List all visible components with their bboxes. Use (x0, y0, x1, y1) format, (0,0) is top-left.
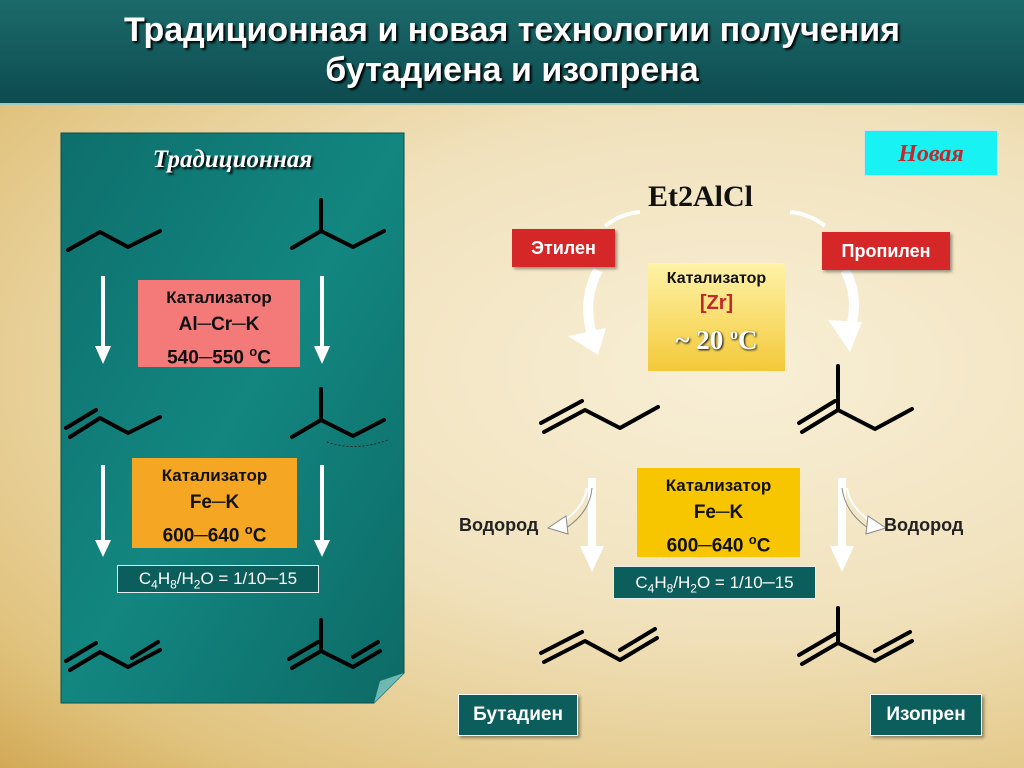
catalyst-temperature: 600─640 oC (162, 522, 267, 547)
catalyst-temperature: 600─640 oC (666, 532, 771, 557)
ratio-box-right: C4H8/H2O = 1/10─15 (613, 566, 816, 599)
catalyst-box-fek-right: Катализатор Fe─K 600─640 oC (637, 468, 800, 557)
ratio-box-left: C4H8/H2O = 1/10─15 (117, 565, 319, 593)
catalyst-formula: Fe─K (693, 502, 744, 523)
catalyst-formula: Fe─K (189, 492, 240, 513)
traditional-title: Традиционная (152, 146, 313, 173)
hydrogen-label-left: Водород (459, 515, 539, 535)
reagent-et2alcl: Et2AlCl (648, 180, 753, 213)
page-title: Традиционная и новая технологии получени… (0, 10, 1024, 90)
new-badge: Новая (864, 130, 998, 176)
catalyst-formula: Al─Cr─K (178, 314, 260, 335)
product-isoprene: Изопрен (870, 694, 982, 736)
title-bar: Традиционная и новая технологии получени… (0, 0, 1024, 105)
isopentane-structure (290, 229, 386, 250)
title-line-2: бутадиена и изопрена (325, 51, 699, 89)
product-butadiene: Бутадиен (458, 694, 578, 736)
butene-structure (68, 415, 162, 439)
catalyst-box-fek-left: Катализатор Fe─K 600─640 oC (132, 458, 297, 548)
butene-right-structure (542, 405, 660, 434)
isoprene-left-structure (290, 649, 382, 670)
butane-structure (66, 229, 162, 252)
propylene-label: Пропилен (822, 232, 950, 270)
title-line-1: Традиционная и новая технологии получени… (123, 11, 901, 49)
butadiene-right-structure (542, 636, 659, 664)
isoprene-right-structure (800, 639, 914, 666)
ethylene-label: Этилен (512, 229, 615, 267)
catalyst-formula: [Zr] (699, 292, 734, 314)
catalyst-label: Катализатор (666, 270, 767, 287)
catalyst-box-zr: Катализатор [Zr] ~ 20 oC (648, 263, 785, 371)
catalyst-label: Катализатор (665, 476, 772, 495)
catalyst-label: Катализатор (161, 466, 268, 485)
isopentene-structure (290, 418, 386, 439)
catalyst-temperature: ~ 20 oC (675, 325, 758, 355)
isopentene-right-structure (800, 407, 914, 434)
catalyst-box-alcrk: Катализатор Al─Cr─K 540─550 oC (138, 280, 300, 368)
catalyst-temperature: 540─550 oC (167, 344, 271, 369)
hydrogen-label-right: Водород (884, 515, 964, 535)
butadiene-left-structure (68, 648, 162, 672)
catalyst-label: Катализатор (166, 288, 272, 307)
